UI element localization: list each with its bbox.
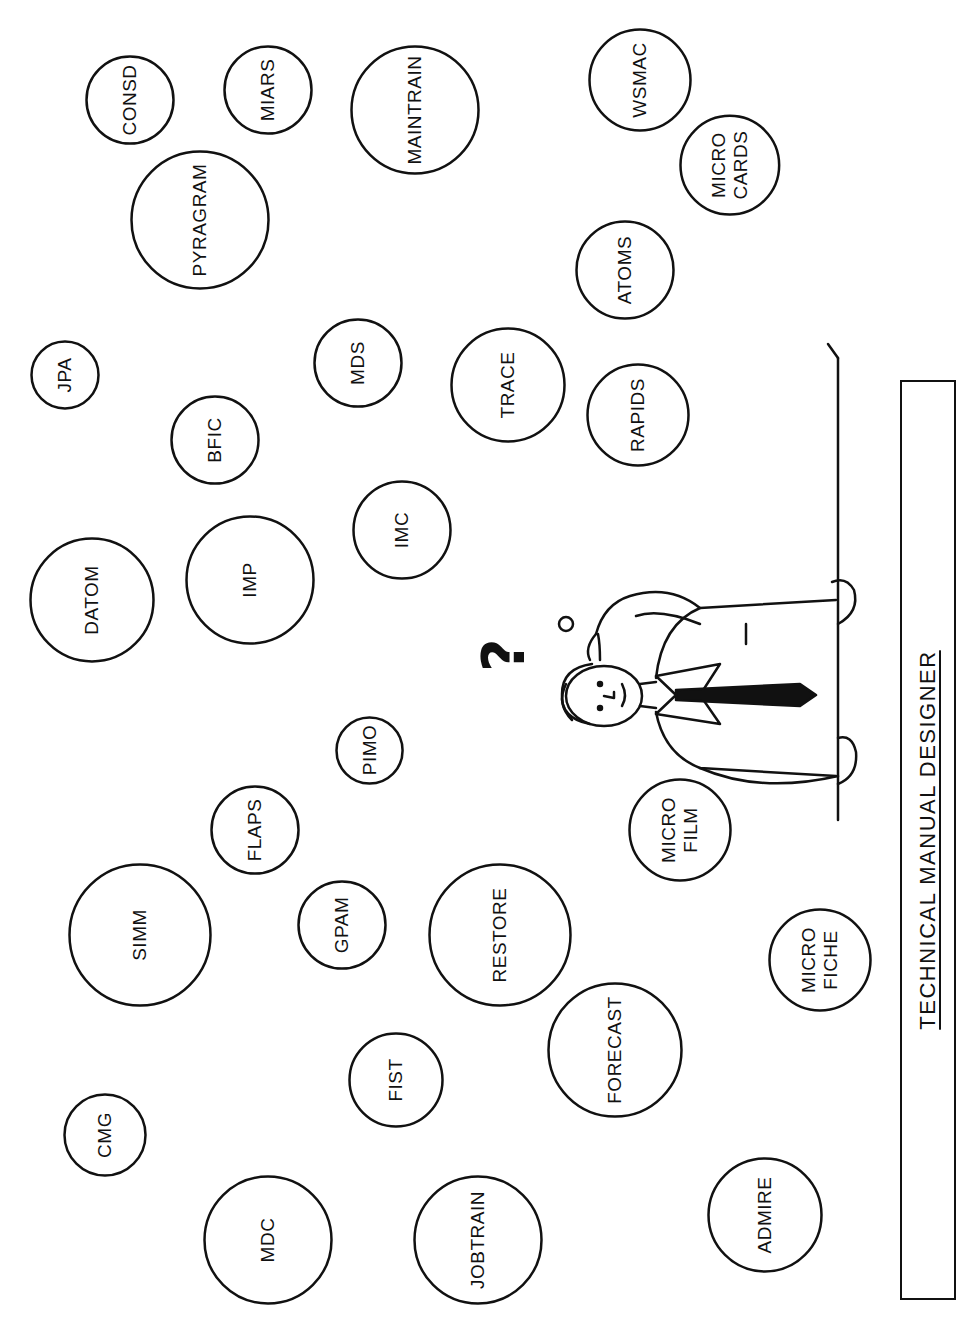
acronym-circle: RAPIDS <box>586 363 690 467</box>
acronym-label: FIST <box>385 1058 407 1101</box>
acronym-circle: DATOM <box>29 537 155 663</box>
circle-outline <box>315 320 402 407</box>
question-mark: ? <box>470 638 538 672</box>
circle-outline <box>299 882 386 969</box>
circle-outline <box>452 329 565 442</box>
circle-outline <box>681 116 780 215</box>
circle-outline <box>630 780 731 881</box>
circle-outline <box>172 397 259 484</box>
acronym-circle: ATOMS <box>575 220 675 320</box>
acronym-circle: MDC <box>203 1175 333 1305</box>
acronym-circle: JOBTRAIN <box>413 1175 543 1305</box>
circle-outline <box>205 1177 332 1304</box>
acronym-label: FLAPS <box>244 799 266 862</box>
circle-outline <box>70 865 211 1006</box>
circle-outline <box>31 539 154 662</box>
acronym-circle: FIST <box>348 1032 444 1128</box>
acronym-circle: MICRO FILM <box>628 778 732 882</box>
acronym-label: ADMIRE <box>754 1177 776 1254</box>
circle-outline <box>549 984 682 1117</box>
acronym-circle: TRACE <box>450 327 566 443</box>
acronym-label: MDS <box>347 341 369 385</box>
acronym-circle: FLAPS <box>210 785 300 875</box>
circle-outline <box>32 342 99 409</box>
acronym-label: SIMM <box>129 909 151 961</box>
acronym-label: WSMAC <box>629 42 651 117</box>
acronym-circle: WSMAC <box>588 28 692 132</box>
circle-outline <box>770 910 871 1011</box>
circle-outline <box>350 1034 443 1127</box>
acronym-label: IMP <box>239 562 261 597</box>
acronym-circle: IMC <box>352 480 452 580</box>
acronym-circle: RESTORE <box>428 863 572 1007</box>
acronym-label: BFIC <box>204 417 226 462</box>
circle-outline <box>212 787 299 874</box>
acronym-label: MICRO FILM <box>658 792 702 868</box>
acronym-circle: CONSD <box>85 55 175 145</box>
circle-outline <box>415 1177 542 1304</box>
acronym-label: MIARS <box>257 59 279 122</box>
circle-outline <box>430 865 571 1006</box>
title-banner: TECHNICAL MANUAL DESIGNER <box>900 380 956 1300</box>
circle-outline <box>187 517 314 644</box>
acronym-label: JPA <box>54 358 76 393</box>
acronym-label: CMG <box>94 1112 116 1158</box>
circle-outline <box>577 222 674 319</box>
acronym-circle: SIMM <box>68 863 212 1007</box>
acronym-circle: MDS <box>313 318 403 408</box>
acronym-label: MICRO CARDS <box>708 127 752 203</box>
acronym-circle: MICRO FICHE <box>768 908 872 1012</box>
acronym-label: MAINTRAIN <box>404 56 426 165</box>
acronym-circle: FORECAST <box>547 982 683 1118</box>
acronym-label: PYRAGRAM <box>189 164 211 277</box>
acronym-label: RAPIDS <box>627 378 649 452</box>
circle-outline <box>65 1095 146 1176</box>
circle-outline <box>590 30 691 131</box>
acronym-label: JOBTRAIN <box>467 1191 489 1289</box>
acronym-label: ATOMS <box>614 236 636 304</box>
acronym-label: CONSD <box>119 64 141 135</box>
acronym-circle: MAINTRAIN <box>350 45 480 175</box>
circle-outline <box>352 47 479 174</box>
circle-outline <box>588 365 689 466</box>
circle-outline <box>354 482 451 579</box>
acronym-label: DATOM <box>81 565 103 634</box>
circle-outline <box>132 152 269 289</box>
acronym-circle: MIARS <box>223 45 313 135</box>
acronym-circle: CMG <box>63 1093 147 1177</box>
circle-outline <box>225 47 312 134</box>
circle-outline <box>87 57 174 144</box>
circle-outline <box>337 717 403 783</box>
acronym-label: MICRO FICHE <box>798 922 842 998</box>
acronym-circle: MICRO CARDS <box>679 114 781 216</box>
acronym-label: TRACE <box>497 352 519 419</box>
acronym-circle: GPAM <box>297 880 387 970</box>
acronym-circle: JPA <box>30 340 100 410</box>
acronym-label: MDC <box>257 1218 279 1263</box>
acronym-circle: IMP <box>185 515 315 645</box>
circle-outline <box>709 1159 822 1272</box>
acronym-circle: BFIC <box>170 395 260 485</box>
acronym-label: FORECAST <box>604 996 626 1103</box>
banner-text: TECHNICAL MANUAL DESIGNER <box>915 650 940 1029</box>
acronym-circle: PYRAGRAM <box>130 150 270 290</box>
acronym-circle: ADMIRE <box>707 1157 823 1273</box>
acronym-circle: PIMO <box>335 715 404 784</box>
acronym-label: GPAM <box>331 897 353 954</box>
acronym-label: RESTORE <box>489 888 511 983</box>
acronym-label: IMC <box>391 512 413 548</box>
acronym-label: PIMO <box>359 725 381 776</box>
